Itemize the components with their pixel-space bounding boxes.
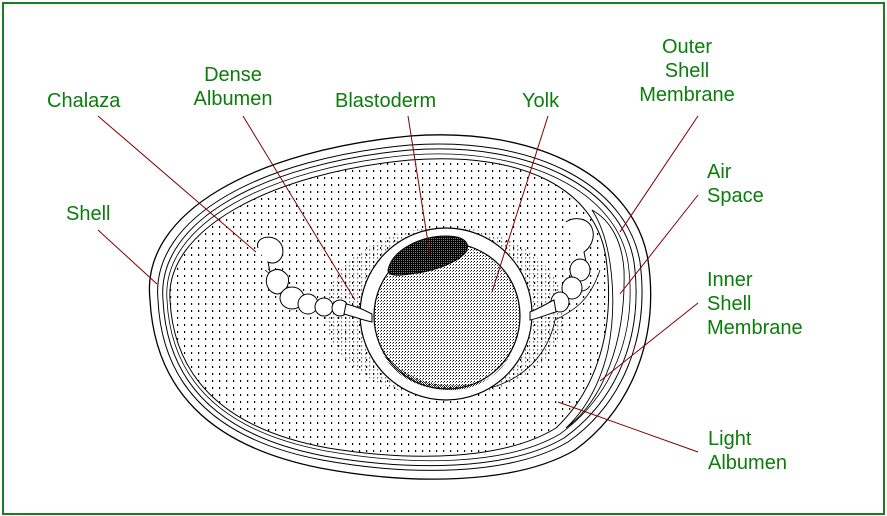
leader-line-light-albumen	[557, 401, 699, 453]
label-blastoderm: Blastoderm	[335, 90, 437, 112]
label-inner-shell-membrane: Inner Shell Membrane	[707, 269, 803, 339]
leader-line-outer-shell-membrane	[619, 115, 699, 233]
leader-line-yolk	[491, 115, 549, 293]
blastoderm-region	[387, 235, 468, 276]
label-shell: Shell	[66, 203, 111, 225]
right-chalaza	[529, 218, 594, 321]
left-chalaza	[257, 236, 373, 323]
leader-line-chalaza	[97, 115, 257, 253]
label-yolk: Yolk	[522, 90, 560, 112]
leader-line-blastoderm	[407, 115, 431, 256]
leader-line-inner-shell-membrane	[599, 302, 699, 382]
label-air-space: Air Space	[707, 161, 764, 207]
leader-line-dense-albumen	[242, 115, 356, 301]
air-space-region	[565, 209, 625, 429]
label-outer-shell-membrane: Outer Shell Membrane	[639, 36, 735, 106]
leader-line-air-space	[619, 194, 699, 295]
leader-lines	[97, 115, 699, 453]
label-dense-albumen: Dense Albumen	[193, 64, 273, 110]
label-chalaza: Chalaza	[47, 90, 121, 112]
leader-line-shell	[97, 229, 158, 285]
label-light-albumen: Light Albumen	[708, 428, 787, 474]
